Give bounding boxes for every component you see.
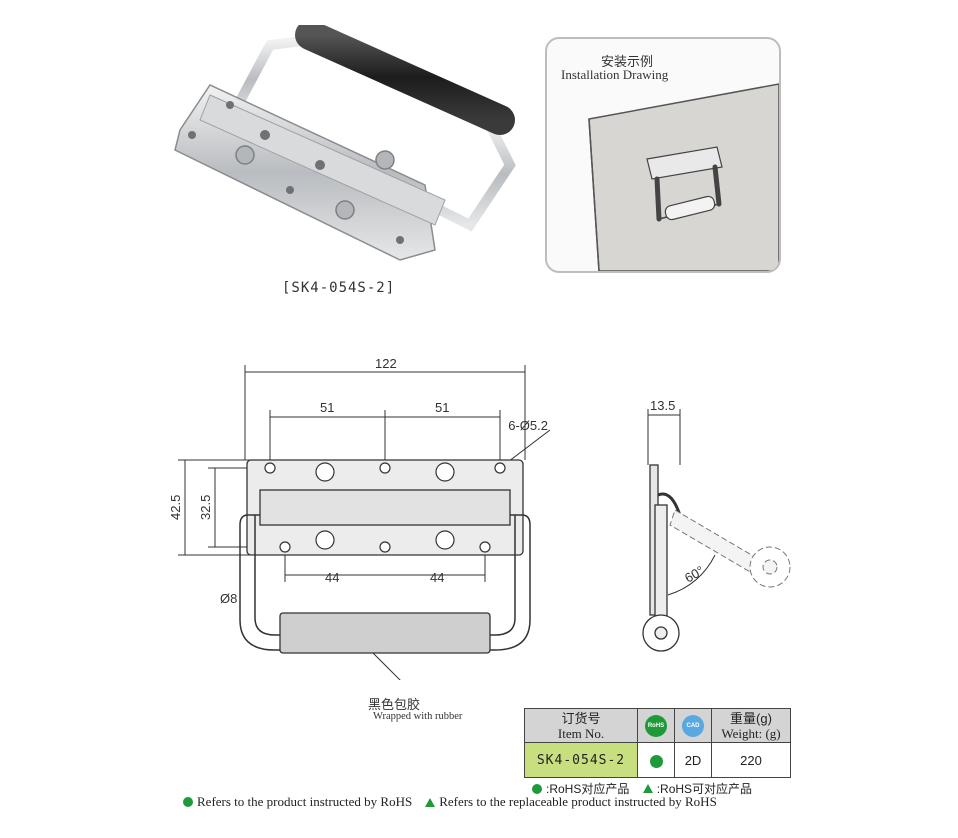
dim-bottom-spacing-left: 44 bbox=[325, 570, 339, 585]
cell-rohs bbox=[637, 742, 675, 778]
spec-table: 订货号 Item No. RoHS CAD 重量(g) Weight: (g) … bbox=[524, 708, 791, 778]
dim-bottom-spacing-right: 44 bbox=[430, 570, 444, 585]
cell-cad: 2D bbox=[674, 742, 712, 778]
front-view-drawing: 122 51 51 6-Ø5.2 42.5 32.5 44 44 Ø8 bbox=[168, 356, 550, 680]
header-cad: CAD bbox=[674, 708, 712, 743]
table-row: SK4-054S-2 2D 220 bbox=[524, 742, 791, 778]
cad-badge-icon: CAD bbox=[682, 714, 704, 737]
cell-weight: 220 bbox=[711, 742, 791, 778]
installation-illustration bbox=[588, 83, 779, 271]
dim-overall-width: 122 bbox=[375, 356, 397, 371]
side-view-drawing: 13.5 60° bbox=[642, 398, 791, 652]
green-triangle-icon bbox=[642, 784, 653, 794]
legend-en-replace: Refers to the replaceable product instru… bbox=[439, 794, 717, 809]
installation-title-cn: 安装示例 bbox=[600, 54, 653, 69]
header-item-no: 订货号 Item No. bbox=[524, 708, 638, 743]
rubber-note-cn: 黑色包胶 bbox=[368, 697, 421, 712]
rohs-badge-icon: RoHS bbox=[645, 714, 667, 737]
dim-side-thickness: 13.5 bbox=[650, 398, 675, 413]
green-triangle-icon bbox=[425, 797, 436, 807]
product-code-label: [SK4-054S-2] bbox=[282, 280, 396, 296]
cell-item-no: SK4-054S-2 bbox=[524, 742, 638, 778]
dim-height-inner: 32.5 bbox=[198, 495, 213, 520]
installation-title-en: Installation Drawing bbox=[561, 67, 669, 82]
installation-drawing-panel: 安装示例 Installation Drawing bbox=[545, 37, 781, 273]
legend-cn: :RoHS对应产品 :RoHS可对应产品 bbox=[532, 780, 752, 797]
header-weight: 重量(g) Weight: (g) bbox=[711, 708, 791, 743]
dim-hole-spec: 6-Ø5.2 bbox=[508, 418, 548, 433]
dim-top-spacing-left: 51 bbox=[320, 400, 334, 415]
legend-en-rohs: Refers to the product instructed by RoHS bbox=[197, 794, 413, 809]
legend-en: Refers to the product instructed by RoHS… bbox=[183, 794, 717, 810]
rohs-dot-icon bbox=[649, 754, 663, 768]
green-dot-icon bbox=[532, 783, 542, 794]
dim-rotation-angle: 60° bbox=[682, 563, 707, 586]
dim-handle-diameter: Ø8 bbox=[220, 591, 237, 606]
dim-height-outer: 42.5 bbox=[168, 495, 183, 520]
green-dot-icon bbox=[183, 797, 193, 808]
header-rohs: RoHS bbox=[637, 708, 675, 743]
spec-table-header-row: 订货号 Item No. RoHS CAD 重量(g) Weight: (g) bbox=[524, 708, 791, 743]
legend-cn-rohs: :RoHS对应产品 bbox=[546, 782, 630, 796]
product-photo bbox=[174, 25, 516, 261]
rubber-note-en: Wrapped with rubber bbox=[373, 711, 463, 722]
legend-cn-replace: :RoHS可对应产品 bbox=[656, 782, 753, 796]
dim-top-spacing-right: 51 bbox=[435, 400, 449, 415]
